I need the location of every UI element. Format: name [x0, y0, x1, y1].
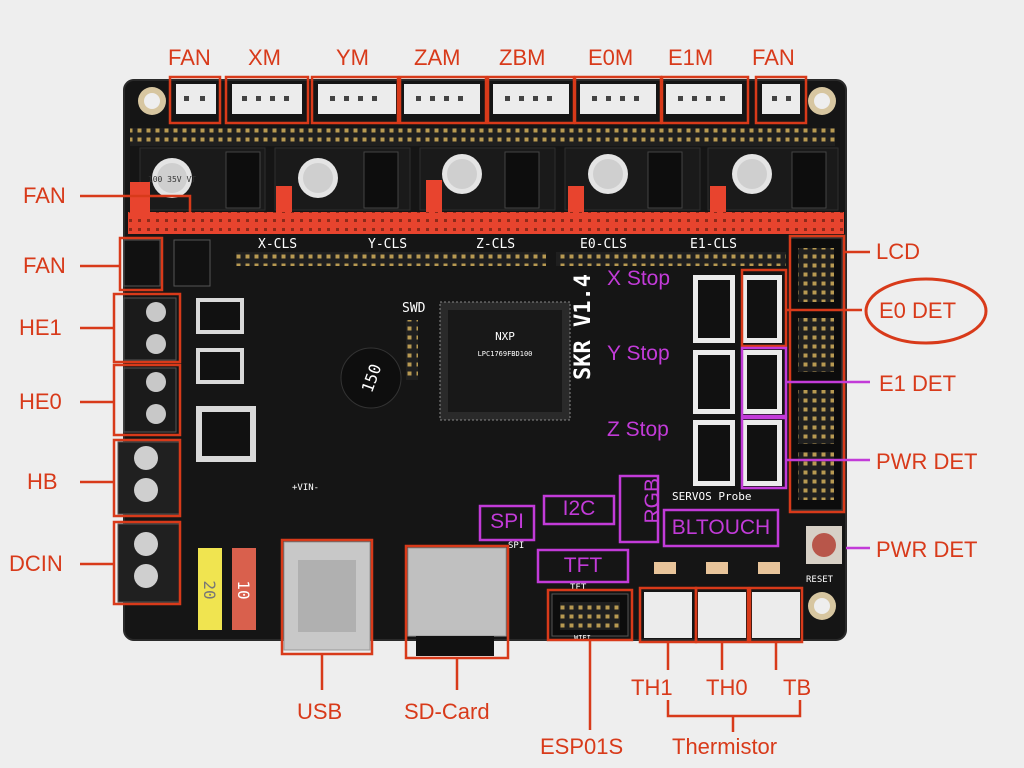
- fuses: 20 10: [198, 548, 256, 630]
- mcu-chip: NXP LPC1769FBD100: [439, 301, 571, 421]
- z-cls-label: Z-CLS: [476, 237, 515, 252]
- board-label-tft: TFT: [563, 554, 603, 577]
- top-label-zam: ZAM: [414, 45, 461, 70]
- e0-det-highlight: [864, 277, 988, 345]
- left-label-he0: HE0: [19, 389, 62, 414]
- wifi-header: WIFI: [551, 593, 629, 642]
- driver-headers: [128, 128, 844, 234]
- chip-part: LPC1769FBD100: [478, 350, 533, 358]
- board-label-bltouch: BLTOUCH: [671, 516, 771, 539]
- left-fan-connectors: [123, 239, 211, 287]
- top-label-e0m: E0M: [588, 45, 634, 70]
- red-jumpers: [130, 180, 726, 216]
- left-label-he1: HE1: [19, 315, 62, 340]
- svg-text:10: 10: [234, 580, 253, 599]
- cls-header-row-2: [556, 252, 786, 266]
- right-label-pwr-det-1: PWR DET: [876, 449, 978, 474]
- top-label-xm: XM: [248, 45, 281, 70]
- board-label-z-stop: Z Stop: [607, 418, 669, 441]
- left-label-fan-2: FAN: [23, 253, 66, 278]
- board-label-spi: SPI: [490, 510, 524, 533]
- top-label-fan-left: FAN: [168, 45, 211, 70]
- e0-cls-label: E0-CLS: [580, 237, 627, 252]
- board-label-y-stop: Y Stop: [607, 342, 670, 365]
- right-label-e0-det: E0 DET: [879, 298, 957, 323]
- tft-silk: TFT: [570, 583, 587, 593]
- mounting-holes: [138, 87, 836, 620]
- servos-probe-label: SERVOS Probe: [672, 490, 751, 503]
- y-cls-label: Y-CLS: [368, 237, 407, 252]
- board-label-x-stop: X Stop: [607, 267, 671, 290]
- bottom-label-tb: TB: [783, 675, 812, 700]
- swd-label: SWD: [402, 301, 426, 316]
- mosfets: [196, 298, 256, 462]
- right-label-lcd: LCD: [876, 239, 921, 264]
- left-label-dcin: DCIN: [9, 551, 63, 576]
- purple-callout-boxes: [478, 346, 788, 584]
- bottom-label-sd-card: SD-Card: [404, 699, 490, 724]
- left-label-fan-1: FAN: [23, 183, 66, 208]
- board-label-i2c: I2C: [562, 497, 596, 520]
- right-label-pwr-det-2: PWR DET: [876, 537, 978, 562]
- capacitors: 100 35V VT: [148, 154, 772, 198]
- right-label-e1-det: E1 DET: [879, 371, 957, 396]
- spi-silk: SPI: [508, 541, 524, 551]
- cap-marking: 100 35V VT: [148, 175, 196, 184]
- bottom-label-th1: TH1: [631, 675, 673, 700]
- vin-label: +VIN-: [292, 483, 319, 493]
- swd-header: [406, 320, 418, 380]
- usb-connector: [283, 541, 371, 651]
- top-label-fan-right: FAN: [752, 45, 795, 70]
- svg-text:RESET: RESET: [806, 575, 834, 585]
- screw-terminals: [117, 297, 181, 603]
- endstop-connectors: [693, 275, 782, 486]
- bottom-label-th0: TH0: [706, 675, 748, 700]
- thermistor-connectors: [644, 562, 800, 638]
- e1-cls-label: E1-CLS: [690, 237, 737, 252]
- x-cls-label: X-CLS: [258, 237, 297, 252]
- svg-text:20: 20: [200, 580, 219, 599]
- top-label-e1m: E1M: [668, 45, 714, 70]
- bottom-label-esp01s: ESP01S: [540, 734, 624, 759]
- sd-card-slot: [407, 547, 507, 656]
- red-leader-lines: [80, 194, 870, 732]
- board-label-rgb: RGB: [641, 478, 664, 524]
- purple-leader-lines: [786, 380, 870, 550]
- cls-header-row: [236, 252, 546, 266]
- top-label-ym: YM: [336, 45, 369, 70]
- board-name: SKR V1.4: [571, 274, 596, 380]
- lcd-headers: [789, 237, 843, 511]
- bottom-label-usb: USB: [297, 699, 343, 724]
- jumper-blocks: [225, 151, 827, 209]
- inductor: 150: [340, 347, 402, 409]
- svg-text:WIFI: WIFI: [574, 634, 591, 642]
- top-connectors: [176, 84, 800, 114]
- chip-brand: NXP: [495, 330, 515, 343]
- top-label-zbm: ZBM: [499, 45, 546, 70]
- left-label-hb: HB: [27, 469, 58, 494]
- bottom-label-thermistor: Thermistor: [672, 734, 778, 759]
- reset-button: RESET: [806, 526, 842, 585]
